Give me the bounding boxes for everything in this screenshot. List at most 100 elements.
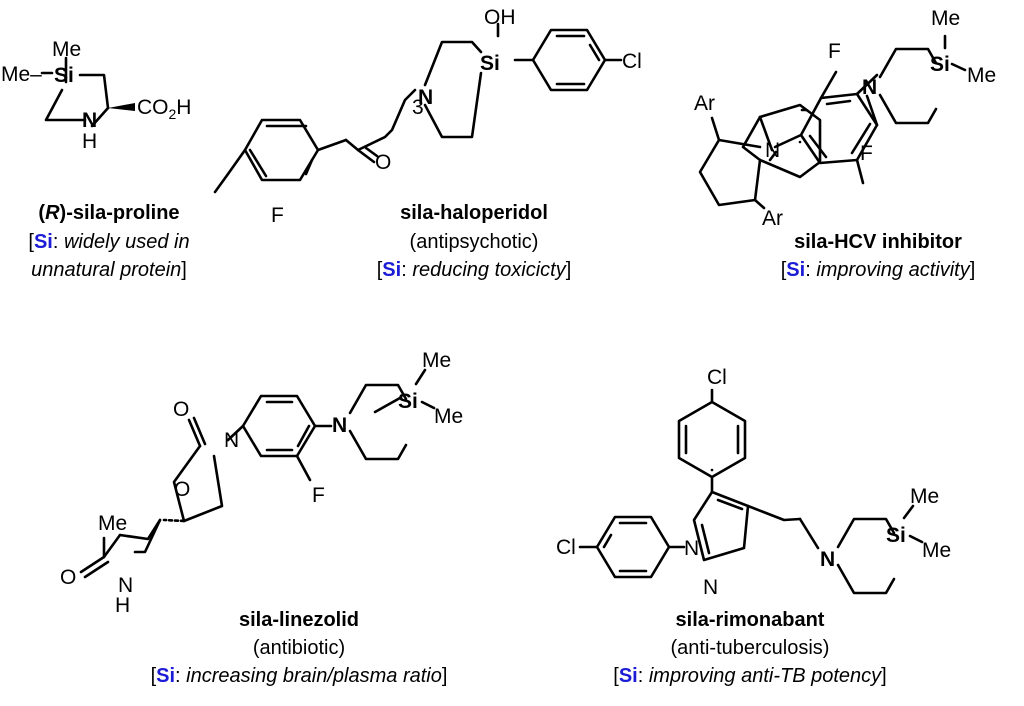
- bond: [808, 99, 872, 159]
- compound-name: sila-haloperidol: [400, 202, 548, 224]
- atom-n: N: [703, 576, 718, 599]
- chain-count: 3: [412, 96, 424, 119]
- compound-class: (antipsychotic): [410, 231, 539, 253]
- atom-si: Si: [886, 524, 906, 547]
- compound-name: (R)-sila-proline: [38, 202, 179, 224]
- bond: [213, 148, 247, 194]
- bond: [692, 490, 750, 562]
- bond: [423, 40, 483, 87]
- compound-name: sila-linezolid: [239, 609, 359, 631]
- atom-cl: Cl: [622, 50, 642, 73]
- bond: [684, 424, 740, 472]
- atom-oh: OH: [484, 6, 516, 29]
- bond: [943, 34, 967, 72]
- atom-f: F: [828, 40, 841, 63]
- bond: [414, 368, 436, 410]
- bond: [602, 521, 648, 573]
- atom-me: Me: [98, 512, 127, 535]
- sila-haloperidol-structure: N Si OH Cl O F 3: [213, 6, 642, 227]
- compound-name: sila-HCV inhibitor: [794, 231, 962, 253]
- bond: [90, 106, 110, 128]
- bond: [865, 94, 879, 127]
- atom-cl: Cl: [707, 366, 727, 389]
- sila-hcv-caption: sila-HCV inhibitor [Si: improving activi…: [781, 231, 976, 281]
- bond: [677, 400, 747, 479]
- wedge-bond: [108, 103, 135, 111]
- atom-o: O: [375, 151, 391, 174]
- atom-si: Si: [54, 64, 74, 87]
- atom-h: H: [115, 594, 130, 617]
- compound-class: (anti-tuberculosis): [671, 637, 830, 659]
- bond: [265, 400, 311, 452]
- compound-note: [Si: improving anti-TB potency]: [613, 665, 886, 687]
- atom-f: F: [312, 484, 325, 507]
- sila-hcv-structure: Ar Ar N F F N Si Me Me: [694, 7, 996, 230]
- bond: [78, 73, 110, 110]
- atom-si: Si: [398, 390, 418, 413]
- atom-n: N: [862, 76, 877, 99]
- bond: [356, 146, 379, 164]
- bond: [773, 92, 879, 165]
- bond: [768, 108, 808, 162]
- bond: [44, 88, 87, 122]
- atom-o: O: [173, 398, 189, 421]
- atom-co2h: CO2H: [137, 96, 191, 122]
- bond: [595, 515, 671, 579]
- atom-me: Me: [922, 539, 951, 562]
- bond: [700, 498, 744, 555]
- bond: [902, 504, 924, 544]
- compound-name: sila-rimonabant: [676, 609, 825, 631]
- bond: [423, 71, 483, 139]
- atom-si: Si: [480, 52, 500, 75]
- atom-ar: Ar: [762, 207, 783, 230]
- atom-si: Si: [930, 53, 950, 76]
- bond: [162, 518, 186, 523]
- bond: [373, 396, 402, 414]
- bond: [698, 138, 762, 207]
- atom-me: Me: [434, 405, 463, 428]
- bond: [248, 124, 314, 178]
- sila-haloperidol-caption: sila-haloperidol (antipsychotic) [Si: re…: [377, 202, 572, 281]
- bond: [531, 28, 607, 92]
- compound-note: unnatural protein]: [31, 259, 187, 281]
- bond: [753, 198, 766, 210]
- atom-me: Me: [910, 485, 939, 508]
- bond: [295, 454, 312, 482]
- atom-n: N: [82, 109, 97, 132]
- bond: [746, 504, 802, 522]
- atom-cl: Cl: [556, 536, 576, 559]
- atom-me: Me: [931, 7, 960, 30]
- atom-n: N: [820, 548, 835, 571]
- atom-f: F: [271, 204, 284, 227]
- atom-ar: Ar: [694, 92, 715, 115]
- sila-linezolid-caption: sila-linezolid (antibiotic) [Si: increas…: [151, 609, 448, 687]
- compound-note: [Si: widely used in: [28, 231, 189, 253]
- atom-n: N: [224, 429, 239, 452]
- sila-proline-structure: Me Me– Si N H CO2H: [1, 38, 191, 153]
- bond: [798, 517, 820, 550]
- sila-rimonabant-caption: sila-rimonabant (anti-tuberculosis) [Si:…: [613, 609, 886, 687]
- atom-n: N: [765, 139, 780, 162]
- compound-class: (antibiotic): [253, 637, 345, 659]
- sila-rimonabant-structure: Cl Cl N N N Si Me Me: [556, 366, 951, 599]
- atom-me: Me–: [1, 63, 42, 86]
- bond: [819, 70, 879, 185]
- bond: [243, 118, 348, 182]
- bond: [226, 424, 245, 442]
- atom-n: N: [418, 86, 433, 109]
- bond: [133, 518, 162, 554]
- compound-note: [Si: increasing brain/plasma ratio]: [151, 665, 448, 687]
- atom-o: O: [174, 478, 190, 501]
- sila-linezolid-structure: N Si Me Me N O O F Me O N H: [60, 349, 463, 617]
- atom-me: Me: [422, 349, 451, 372]
- bond: [344, 88, 417, 152]
- compound-note: [Si: improving activity]: [781, 259, 976, 281]
- bond: [187, 416, 207, 448]
- atom-f: F: [860, 142, 873, 165]
- compound-note: [Si: reducing toxicicty]: [377, 259, 572, 281]
- bond: [241, 394, 317, 458]
- atom-n: N: [332, 414, 347, 437]
- sila-proline-caption: (R)-sila-proline [Si: widely used in unn…: [28, 202, 189, 281]
- atom-o: O: [60, 566, 76, 589]
